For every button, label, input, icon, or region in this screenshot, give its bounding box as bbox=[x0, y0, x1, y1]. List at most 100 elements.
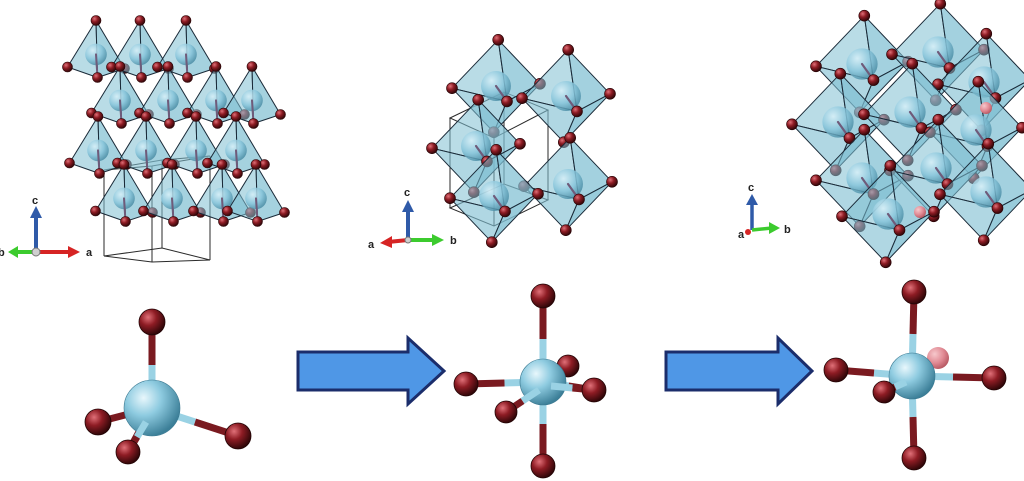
oxygen-atom bbox=[571, 105, 583, 118]
oxygen-atom bbox=[499, 205, 511, 218]
oxygen-atom bbox=[834, 67, 847, 80]
oxygen-atom bbox=[514, 138, 526, 150]
oxygen-atom bbox=[248, 118, 259, 129]
oxygen-atom bbox=[836, 210, 848, 223]
oxygen-atom bbox=[444, 192, 456, 204]
oxygen-atom bbox=[886, 48, 898, 61]
distorted-octahedral-coordination-motif bbox=[823, 279, 1007, 471]
oxygen-atom bbox=[190, 111, 202, 122]
cation-atom bbox=[123, 379, 181, 437]
polyhedron-face bbox=[491, 193, 539, 243]
axis-triad: c a b bbox=[0, 195, 93, 259]
axis-label-c: c bbox=[404, 187, 410, 199]
oxygen-atom bbox=[210, 61, 222, 72]
oxygen-atom bbox=[216, 159, 228, 170]
oxygen-atom bbox=[980, 102, 992, 114]
oxygen-atom bbox=[246, 61, 258, 72]
oxygen-atom bbox=[232, 168, 243, 179]
oxygen-atom bbox=[501, 95, 513, 108]
oxygen-atom bbox=[604, 88, 616, 100]
oxygen-atom bbox=[92, 72, 103, 83]
oxygen-atom bbox=[884, 159, 897, 172]
polyhedron-face bbox=[565, 181, 613, 231]
oxygen-atom bbox=[140, 111, 152, 122]
oxygen-atom bbox=[858, 108, 870, 121]
oxygen-atom bbox=[230, 111, 242, 122]
oxygen-atom bbox=[972, 75, 985, 88]
oxygen-atom bbox=[980, 27, 993, 40]
oxygen-atom bbox=[426, 142, 438, 154]
dense-octahedral-framework-structure: c b a bbox=[738, 0, 1024, 269]
oxygen-atom bbox=[138, 205, 149, 217]
oxygen-atom bbox=[182, 72, 193, 83]
oxygen-atom bbox=[192, 168, 203, 179]
oxygen-atom bbox=[485, 236, 498, 248]
oxygen-atom bbox=[250, 159, 262, 170]
oxygen-atom bbox=[92, 111, 104, 122]
axis-label-a: a bbox=[738, 229, 745, 241]
bond bbox=[893, 378, 908, 391]
polyhedron-face bbox=[859, 61, 909, 113]
oxygen-atom bbox=[843, 132, 856, 144]
oxygen-atom bbox=[94, 168, 105, 179]
oxygen-atom bbox=[934, 188, 946, 201]
oxygen-atom bbox=[606, 176, 618, 188]
axis-triad: c b a bbox=[368, 187, 457, 251]
axis-label-a: a bbox=[86, 247, 93, 259]
polyhedron-face bbox=[563, 93, 611, 143]
oxygen-atom bbox=[906, 57, 919, 70]
oxygen-atom bbox=[84, 408, 112, 436]
oxygen-atom bbox=[115, 439, 141, 465]
oxygen-atom bbox=[932, 113, 945, 126]
oxygen-atom bbox=[879, 256, 892, 269]
oxygen-atom bbox=[991, 202, 1004, 214]
oxygen-atom bbox=[893, 224, 906, 236]
oxygen-atom bbox=[810, 174, 822, 187]
oxygen-atom bbox=[222, 205, 233, 217]
oxygen-atom bbox=[118, 159, 130, 170]
oxygen-atom bbox=[218, 107, 229, 119]
oxygen-atom bbox=[224, 422, 252, 450]
oxygen-atom bbox=[188, 205, 199, 217]
oxygen-atom bbox=[252, 216, 263, 227]
oxygen-atom bbox=[532, 188, 544, 200]
oxygen-atom bbox=[62, 61, 73, 73]
tetrahedral-coordination-motif bbox=[84, 308, 252, 465]
oxygen-atom bbox=[138, 308, 166, 336]
oxygen-atom bbox=[914, 206, 926, 218]
bond bbox=[133, 420, 150, 439]
oxygen-atom bbox=[810, 60, 822, 73]
oxygen-atom bbox=[134, 15, 146, 26]
octahedra-group bbox=[426, 33, 618, 248]
oxygen-atom bbox=[446, 82, 458, 94]
oxygen-atom bbox=[279, 207, 290, 218]
oxygen-atom bbox=[166, 159, 178, 170]
oxygen-atom bbox=[872, 380, 896, 404]
oxygen-atom bbox=[823, 357, 849, 383]
oxygen-atom bbox=[90, 15, 102, 26]
oxygen-atom bbox=[90, 205, 101, 217]
oxygen-atom bbox=[901, 445, 927, 471]
oxygen-atom bbox=[472, 94, 485, 106]
oxygen-atom bbox=[562, 43, 575, 56]
oxygen-atom bbox=[64, 157, 75, 169]
polyhedron-face bbox=[885, 211, 935, 263]
oxygen-atom bbox=[901, 279, 927, 305]
oxygen-atom bbox=[275, 109, 286, 120]
axis-label-a: a bbox=[368, 239, 375, 251]
oxygen-atom bbox=[559, 224, 572, 236]
oxygen-atom bbox=[168, 216, 179, 227]
oxygen-atom bbox=[530, 283, 556, 309]
oxygen-atom bbox=[581, 377, 607, 403]
oxygen-atom bbox=[116, 118, 127, 129]
cation-atom bbox=[888, 352, 936, 400]
arrow-right-icon bbox=[664, 334, 815, 408]
oxygen-atom bbox=[927, 347, 949, 369]
oxygen-atom bbox=[162, 61, 174, 72]
oxygen-atom bbox=[858, 9, 871, 22]
oxygen-atom bbox=[494, 400, 518, 424]
oxygen-atom bbox=[453, 371, 479, 397]
oxygen-atom bbox=[530, 453, 556, 479]
oxygen-atom bbox=[981, 365, 1007, 391]
